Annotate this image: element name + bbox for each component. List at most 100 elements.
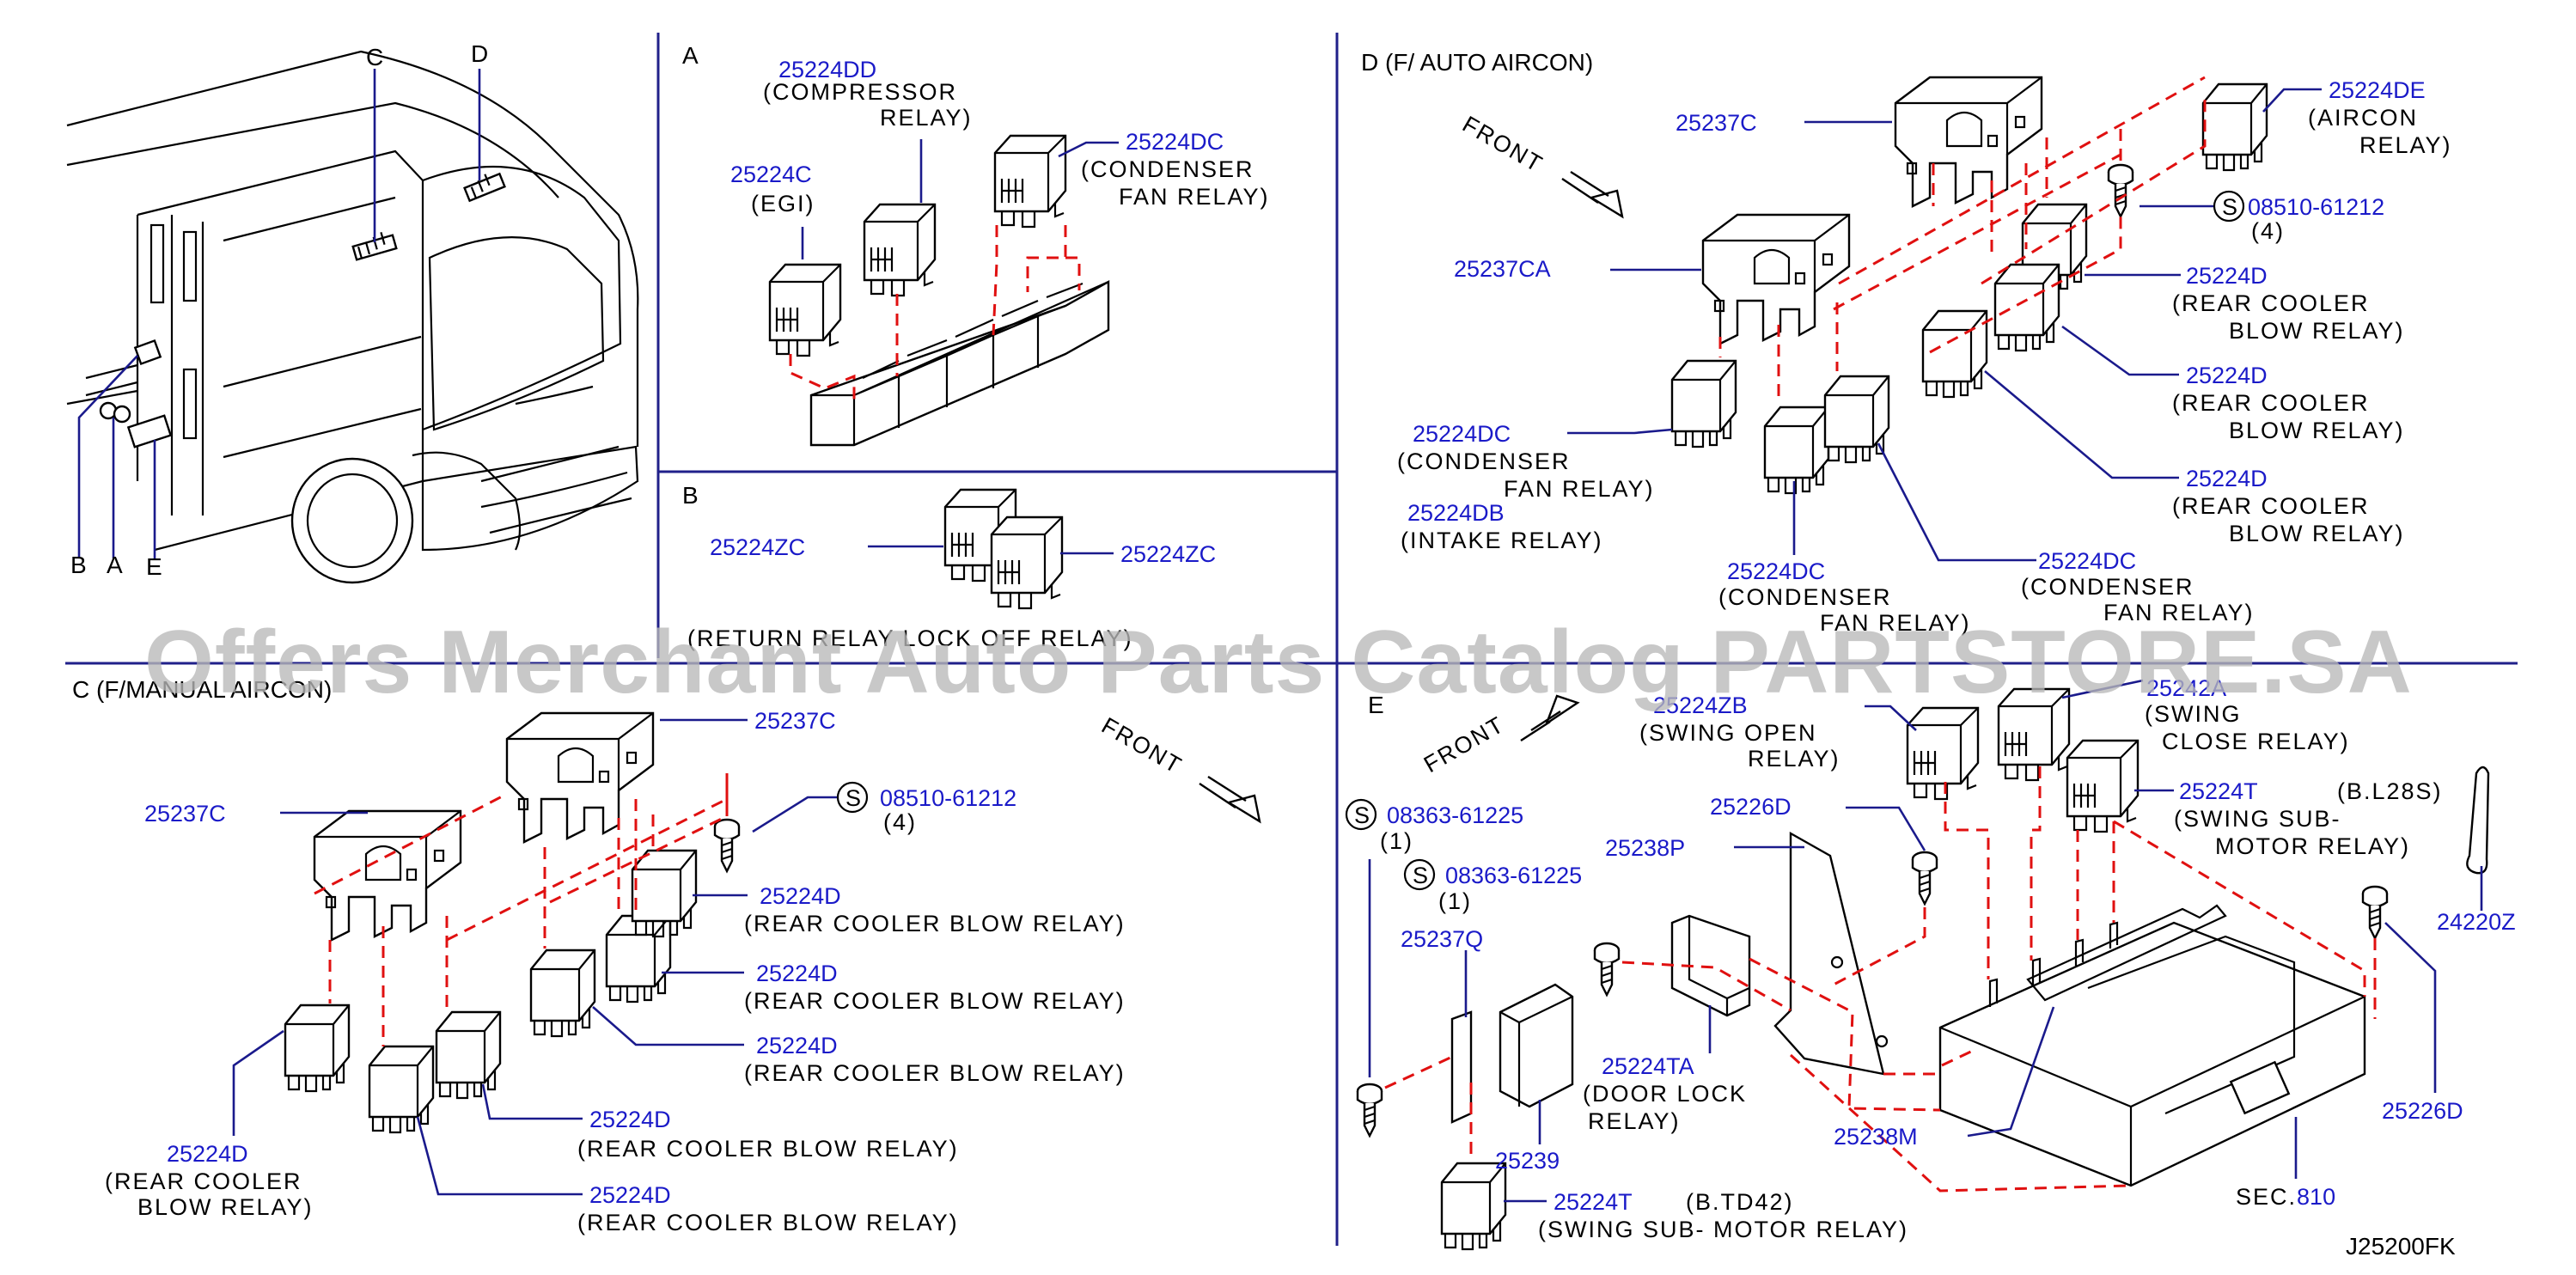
component-drawing <box>284 1004 351 1093</box>
part-number: 25224DC <box>2038 548 2136 574</box>
part-number: 25224ZB <box>1653 692 1748 718</box>
part-description: (REAR COOLER BLOW RELAY) <box>744 911 1126 936</box>
part-description: (COMPRESSOR <box>763 79 957 105</box>
part-description: BLOW RELAY) <box>2229 521 2405 546</box>
screw-mark: S <box>845 785 863 811</box>
leader-d-25224dc-3 <box>1877 442 2036 562</box>
part-description: (CONDENSER <box>1081 156 1254 182</box>
part-description: (SWING OPEN <box>1639 720 1817 746</box>
overview-label-d: D <box>471 40 488 67</box>
part-description: RELAY) <box>1748 746 1840 772</box>
component-drawing <box>2107 163 2134 218</box>
component-drawing <box>993 134 1067 229</box>
part-number: 25224T <box>1554 1189 1633 1215</box>
part-number: 25224DC <box>1727 558 1825 584</box>
component-drawing <box>1198 775 1261 823</box>
leader-d-relay-2 <box>2061 325 2179 376</box>
part-number: 25238M <box>1834 1124 1918 1150</box>
component-drawing <box>1921 309 1988 399</box>
leader-screw-c <box>752 796 837 833</box>
part-number: 25237C <box>144 801 226 827</box>
part-description: (SWING SUB- <box>2174 806 2341 832</box>
part-number: 25224D <box>589 1107 671 1132</box>
part-description: (REAR COOLER <box>2172 390 2370 416</box>
part-number: 25224DC <box>1126 129 1224 155</box>
screw-mark: S <box>1413 863 1430 888</box>
part-number: 25224D <box>760 883 841 909</box>
component-drawing <box>1560 170 1624 218</box>
part-number: 08510-61212 <box>2248 194 2384 220</box>
part-number: 25224DC <box>1413 421 1511 447</box>
part-description: BLOW RELAY) <box>2229 318 2405 344</box>
leader-25238m <box>1967 1006 2055 1138</box>
section-c: C (F/MANUAL AIRCON) FRONT S 08510-61212 … <box>72 676 1261 1235</box>
part-description: (CONDENSER <box>1397 448 1571 474</box>
section-b-title: B <box>682 482 699 509</box>
leader-25226d-top <box>1846 806 1926 851</box>
component-drawing <box>435 1010 502 1100</box>
component-drawing <box>768 263 842 357</box>
section-e-title: E <box>1368 692 1384 718</box>
part-number: 25224D <box>756 961 838 986</box>
part-number: 08363-61225 <box>1387 802 1523 828</box>
part-description: FAN RELAY) <box>1119 184 1270 210</box>
part-number: 25224D <box>2186 363 2268 388</box>
part-description: (REAR COOLER BLOW RELAY) <box>744 1060 1126 1086</box>
part-description: RELAY) <box>880 105 973 131</box>
part-number: 25239 <box>1495 1148 1560 1174</box>
component-drawing <box>1701 213 1851 345</box>
part-number: 25224ZC <box>1120 541 1216 567</box>
leader-25224dc-a <box>1058 141 1119 158</box>
part-number: 25237C <box>754 708 836 734</box>
section-a: A 25224DD (COMPRESSOR RELAY) 25224C (EGI… <box>682 42 1270 447</box>
quantity: (4) <box>2251 218 2285 244</box>
component-drawing <box>2066 739 2140 833</box>
part-number: 25237C <box>1676 110 1757 136</box>
part-description: BLOW RELAY) <box>2229 418 2405 443</box>
part-number: 25224DE <box>2329 77 2426 103</box>
part-number: 25242A <box>2146 675 2226 701</box>
section-b: B 25224ZC 25224ZC (RETURN RELAY LOCK OFF… <box>682 482 1216 651</box>
screw-symbol-icon <box>836 781 869 814</box>
screw-symbol-icon <box>1345 798 1377 831</box>
part-description: (SWING SUB- MOTOR RELAY) <box>1538 1217 1908 1242</box>
part-description: (REAR COOLER BLOW RELAY) <box>577 1210 959 1235</box>
part-description: MOTOR RELAY) <box>2215 833 2410 859</box>
screw-symbol-icon <box>1403 858 1436 891</box>
part-number: 25224D <box>2186 263 2268 289</box>
leader-c-relay-3 <box>592 1006 744 1046</box>
component-drawing <box>2361 885 2389 940</box>
component-drawing <box>529 949 596 1038</box>
part-number: 08363-61225 <box>1445 863 1582 888</box>
watermark-text: Offers Merchant Auto Parts Catalog PARTS… <box>144 613 2413 712</box>
quantity: (1) <box>1438 888 1472 914</box>
section-d-front: FRONT <box>1458 111 1547 177</box>
part-number: 25224D <box>2186 466 2268 491</box>
part-number: 25237Q <box>1401 926 1483 952</box>
component-drawing <box>2201 82 2268 172</box>
part-number: 25224D <box>167 1141 248 1167</box>
component-drawing <box>605 914 672 1004</box>
part-description: (REAR COOLER <box>105 1168 302 1194</box>
part-number: 25224ZC <box>710 534 805 560</box>
part-description: (REAR COOLER BLOW RELAY) <box>577 1136 959 1162</box>
section-b-note: (RETURN RELAY LOCK OFF RELAY) <box>687 625 1133 651</box>
leader-25242a <box>2061 679 2144 699</box>
part-number: 25226D <box>1710 794 1792 820</box>
diagram-code: J25200FK <box>2346 1233 2456 1260</box>
part-description: CLOSE RELAY) <box>2162 729 2350 754</box>
component-drawing <box>1670 359 1737 448</box>
part-description: (SWING <box>2145 701 2242 727</box>
overview-label-c: C <box>366 44 383 70</box>
part-number: 08510-61212 <box>880 785 1016 811</box>
part-description: BLOW RELAY) <box>137 1194 314 1220</box>
part-description: (REAR COOLER <box>2172 493 2370 519</box>
part-description: (CONDENSER <box>2021 574 2194 600</box>
part-variant: (B.L28S) <box>2337 778 2443 804</box>
leader-25224de <box>2262 88 2322 113</box>
screw-mark: S <box>2222 194 2239 220</box>
component-drawing <box>1593 942 1621 997</box>
part-number: 25224D <box>589 1182 671 1208</box>
part-description: (REAR COOLER <box>2172 290 2370 316</box>
part-description: (AIRCON <box>2308 105 2418 131</box>
